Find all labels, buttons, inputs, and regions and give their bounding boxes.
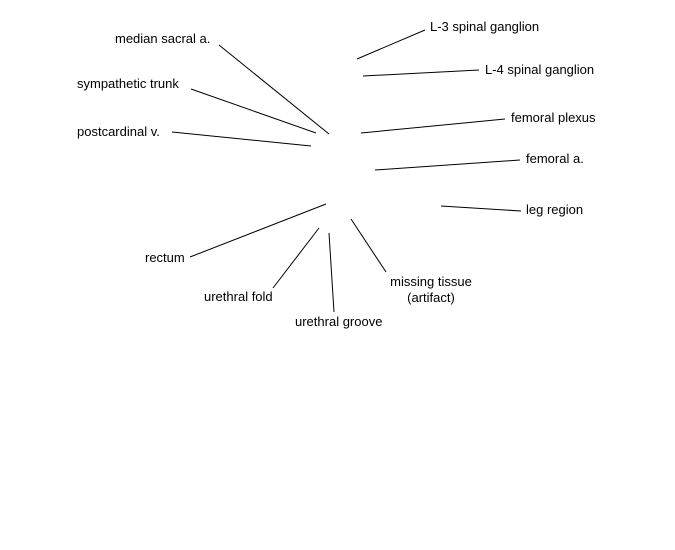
label-missing-tissue-line2: (artifact) <box>407 290 455 305</box>
leader-urethral-fold <box>272 227 320 289</box>
label-urethral-fold: urethral fold <box>204 289 273 304</box>
label-postcardinal-vein: postcardinal v. <box>77 124 160 139</box>
leader-l4-ganglion <box>362 69 480 77</box>
label-missing-tissue: missing tissue (artifact) <box>384 274 478 306</box>
label-rectum: rectum <box>145 250 185 265</box>
label-urethral-groove: urethral groove <box>295 314 383 329</box>
label-l3-spinal-ganglion: L-3 spinal ganglion <box>430 19 540 34</box>
leader-rectum <box>189 203 327 258</box>
label-l4-spinal-ganglion: L-4 spinal ganglion <box>485 62 595 77</box>
leader-postcardinal <box>171 131 312 147</box>
label-missing-tissue-line1: missing tissue <box>390 274 472 289</box>
leader-l3-ganglion <box>356 29 426 60</box>
leader-femoral-plexus <box>360 118 506 134</box>
leader-sympathetic-trunk <box>190 88 317 134</box>
leader-urethral-groove <box>328 232 335 313</box>
leader-missing-tissue <box>350 218 387 273</box>
label-sympathetic-trunk: sympathetic trunk <box>77 76 179 91</box>
label-femoral-artery: femoral a. <box>526 151 584 166</box>
label-median-sacral-artery: median sacral a. <box>115 31 211 46</box>
label-femoral-plexus: femoral plexus <box>511 110 596 125</box>
leader-leg-region <box>440 205 522 212</box>
label-leg-region: leg region <box>526 202 584 217</box>
leader-femoral-artery <box>374 159 521 171</box>
leader-median-sacral <box>218 44 330 135</box>
